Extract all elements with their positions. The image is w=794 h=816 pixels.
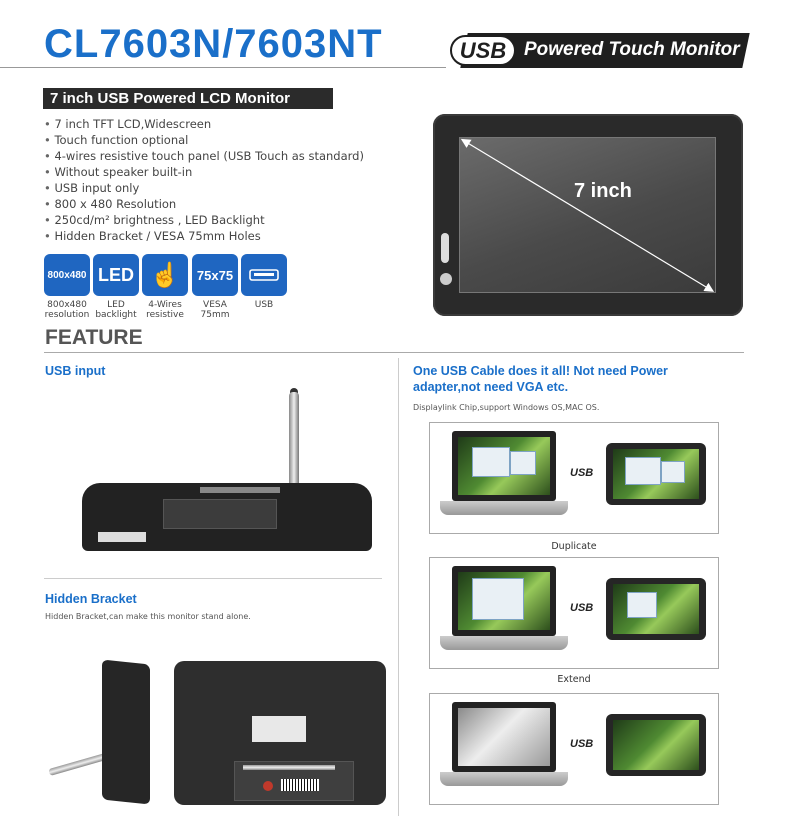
- banner-tagline: Powered Touch Monitor: [524, 39, 740, 60]
- resolution-icon: 800x480: [44, 254, 90, 296]
- vesa-icon: 75x75: [192, 254, 238, 296]
- model-title: CL7603N/7603NT: [44, 22, 383, 66]
- diagonal-arrow-icon: [460, 138, 715, 292]
- laptop-base: [440, 636, 568, 650]
- red-button-icon: [263, 781, 273, 791]
- spec-item: 7 inch TFT LCD,Widescreen: [44, 116, 364, 132]
- monitor-screen: [613, 449, 699, 499]
- rear-product-label: [252, 716, 306, 742]
- usb-powered-banner: USB Powered Touch Monitor: [446, 33, 750, 68]
- side-buttons: [441, 233, 449, 263]
- spec-item: Without speaker built-in: [44, 164, 364, 180]
- spec-item: 4-wires resistive touch panel (USB Touch…: [44, 148, 364, 164]
- window-shape: [627, 592, 657, 618]
- column-divider: [398, 358, 399, 816]
- usb-logo-badge: USB: [450, 35, 516, 66]
- feature-led: LED LED backlight: [93, 254, 139, 320]
- window-shape: [472, 447, 510, 477]
- duplicate-illustration: USB: [429, 422, 719, 534]
- feature-caption: 800x480 resolution: [44, 300, 90, 320]
- feature-caption: USB: [254, 300, 274, 310]
- feature-caption: 4-Wires resistive: [146, 300, 184, 320]
- one-cable-note: Displaylink Chip,support Windows OS,MAC …: [413, 403, 600, 412]
- spec-list: 7 inch TFT LCD,Widescreen Touch function…: [44, 116, 364, 244]
- stylus-icon: [289, 392, 299, 500]
- usb-port-shape: [249, 269, 279, 281]
- feature-divider: [44, 352, 744, 353]
- window-shape: [472, 578, 524, 620]
- hidden-bracket-note: Hidden Bracket,can make this monitor sta…: [45, 612, 251, 621]
- laptop-base: [440, 772, 568, 786]
- usb-input-title: USB input: [45, 364, 106, 378]
- power-icon: [440, 273, 452, 285]
- usb-cable-icon: USB: [570, 602, 594, 614]
- monitor-screen: [613, 584, 699, 634]
- laptop-screen-off: [458, 708, 550, 766]
- monitor-side-photo: [102, 659, 150, 805]
- stored-stylus: [243, 765, 335, 770]
- touch-hand-icon: ☝: [142, 254, 188, 296]
- usb-port-area: [163, 499, 277, 529]
- usb-monitor-icon: [606, 714, 706, 776]
- usb-monitor-icon: [606, 578, 706, 640]
- extend-illustration: USB: [429, 557, 719, 669]
- spec-item: Hidden Bracket / VESA 75mm Holes: [44, 228, 364, 244]
- laptop-screen: [458, 572, 550, 630]
- feature-usb: USB: [241, 254, 287, 310]
- feature-caption: VESA 75mm: [200, 300, 230, 320]
- monitor-screen: [613, 720, 699, 770]
- serial-sticker: [98, 532, 146, 542]
- one-cable-title: One USB Cable does it all! Not need Powe…: [413, 364, 668, 394]
- spec-item: USB input only: [44, 180, 364, 196]
- feature-caption: LED backlight: [95, 300, 137, 320]
- feature-touch: ☝ 4-Wires resistive: [142, 254, 188, 320]
- header-divider: [0, 67, 446, 68]
- spec-item: 250cd/m² brightness , LED Backlight: [44, 212, 364, 228]
- monitor-screen: [459, 137, 716, 293]
- usb-port-icon: [241, 254, 287, 296]
- usb-monitor-icon: [606, 443, 706, 505]
- usb-cable-icon: USB: [570, 738, 594, 750]
- window-shape: [510, 451, 536, 475]
- back-label: [200, 487, 280, 493]
- section-heading: 7 inch USB Powered LCD Monitor: [43, 88, 333, 109]
- feature-heading: FEATURE: [45, 326, 143, 349]
- screen-size-label: 7 inch: [574, 180, 632, 202]
- led-icon: LED: [93, 254, 139, 296]
- mode-caption: Extend: [557, 674, 591, 685]
- barcode-icon: [281, 779, 319, 791]
- feature-resolution: 800x480 800x480 resolution: [44, 254, 90, 320]
- hidden-bracket-title: Hidden Bracket: [45, 592, 137, 606]
- laptop-base: [440, 501, 568, 515]
- mode-caption: Duplicate: [551, 541, 597, 552]
- window-shape: [625, 457, 661, 485]
- window-shape: [661, 461, 685, 483]
- single-display-illustration: USB: [429, 693, 719, 805]
- spec-item: Touch function optional: [44, 132, 364, 148]
- spec-item: 800 x 480 Resolution: [44, 196, 364, 212]
- feature-vesa: 75x75 VESA 75mm: [192, 254, 238, 320]
- left-divider: [44, 578, 382, 579]
- usb-cable-icon: USB: [570, 467, 594, 479]
- laptop-screen: [458, 437, 550, 495]
